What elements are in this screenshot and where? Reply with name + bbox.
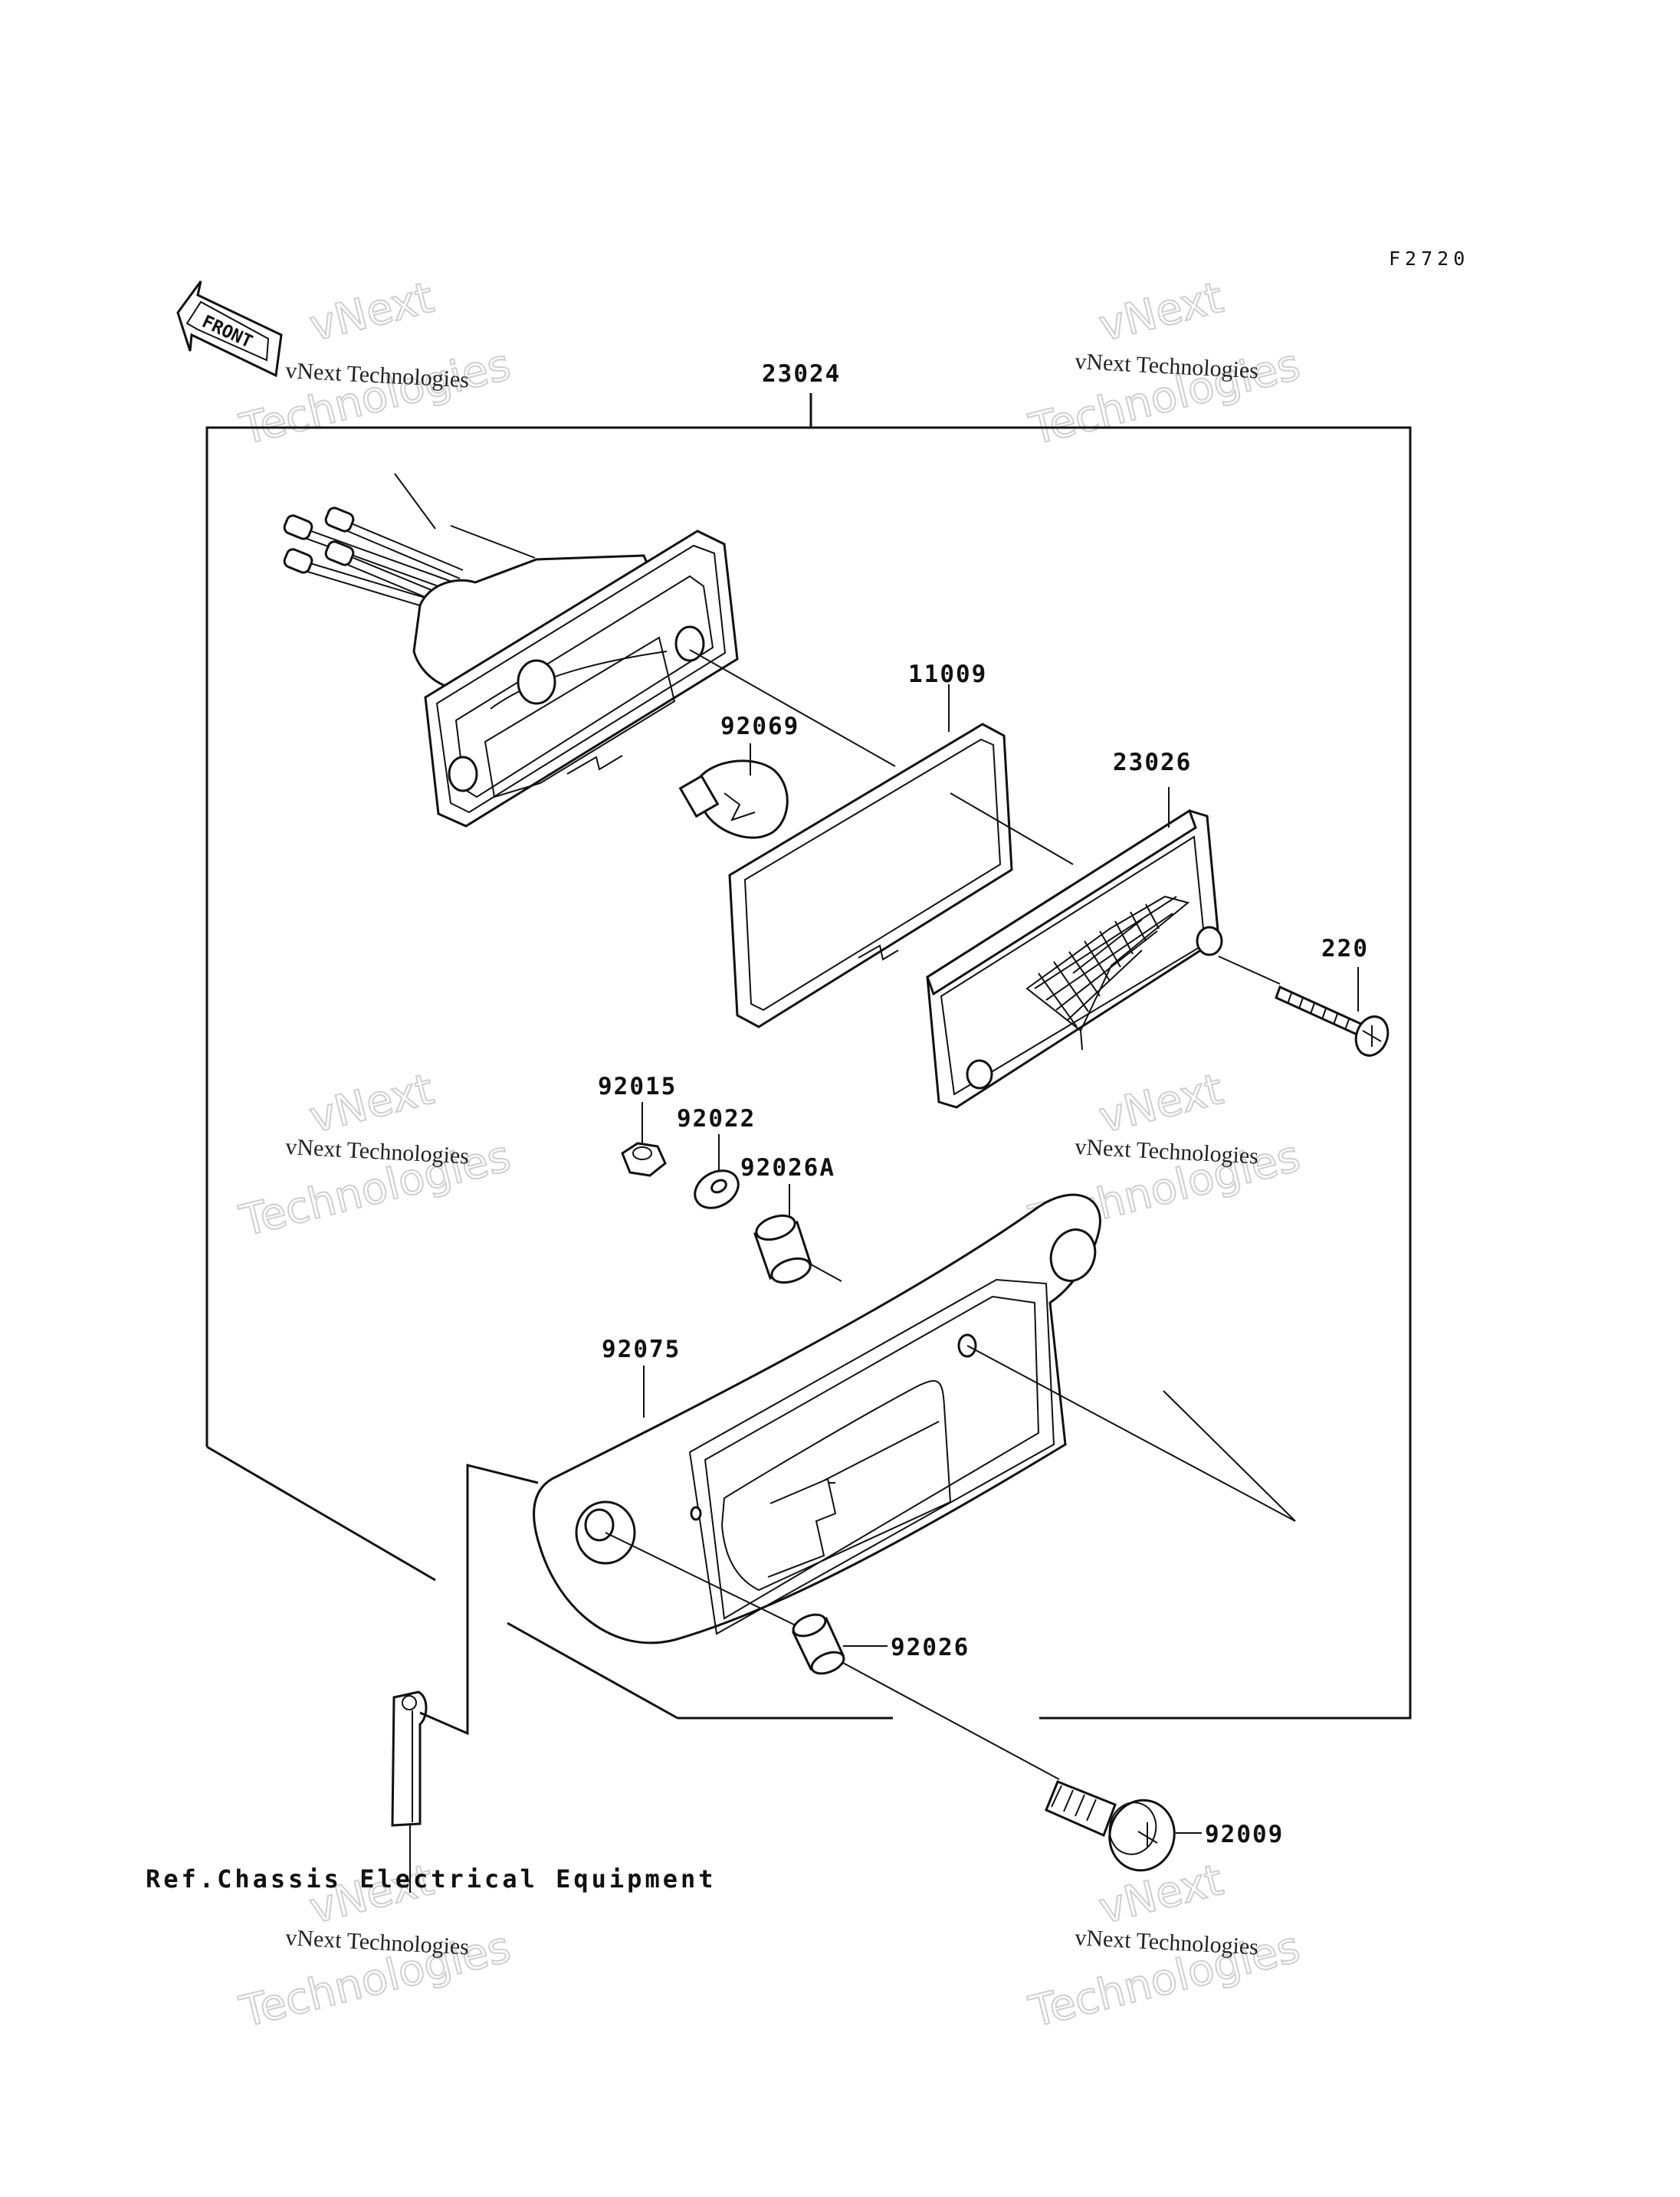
assembly-bracket [205, 393, 1412, 1720]
watermark-line2: vNext Technologies [1075, 349, 1259, 384]
part-number-23026: 23026 [1113, 749, 1192, 776]
part-number-220: 220 [1321, 935, 1369, 962]
part-number-11009: 11009 [908, 661, 987, 688]
bolt-92009 [842, 1662, 1202, 1872]
part-number-92075: 92075 [602, 1336, 681, 1363]
part-number-92009: 92009 [1205, 1821, 1284, 1848]
screw-220 [1218, 956, 1390, 1057]
watermark-line1: vNext [1094, 273, 1228, 352]
part-number-92015: 92015 [598, 1073, 677, 1100]
part-number-92026A: 92026A [740, 1154, 835, 1182]
nut-92015 [621, 1102, 667, 1177]
watermark-line1: vNext [1094, 1855, 1228, 1934]
part-number-23024: 23024 [762, 360, 841, 388]
washer-92022 [694, 1134, 740, 1209]
bulb-92069 [678, 743, 789, 839]
lens-hatch [1025, 895, 1190, 1051]
watermark-line2: vNext Technologies [285, 1134, 470, 1169]
watermark-line2: vNext Technologies [1075, 1925, 1259, 1960]
watermark-mid-left: vNext Technologies vNext Technologies [235, 1064, 517, 1248]
part-number-92069: 92069 [720, 713, 799, 740]
lens-23026 [926, 787, 1223, 1109]
gasket-11009 [728, 684, 1013, 1028]
watermark-line1: vNext [1094, 1064, 1228, 1143]
collar-92026 [605, 1532, 888, 1675]
mounting-lines [689, 649, 1296, 1522]
collar-92026A [753, 1184, 842, 1284]
watermark-line1: vNext [305, 273, 438, 352]
lamp-housing [283, 473, 739, 828]
part-number-92026: 92026 [891, 1634, 970, 1661]
ground-terminal [391, 1464, 539, 1893]
figure-code: F2720 [1389, 248, 1469, 270]
reference-label: Ref.Chassis Electrical Equipment [146, 1864, 717, 1894]
case-92075 [533, 1193, 1101, 1644]
watermark-bottom-right: vNext Technologies vNext Technologies [1024, 1854, 1306, 2038]
front-arrow-icon: FRONT [176, 280, 283, 378]
watermark-line2: vNext Technologies [285, 1925, 470, 1960]
watermark-line2: vNext Technologies [1075, 1134, 1259, 1169]
watermark-line1: vNext [305, 1064, 438, 1143]
part-number-92022: 92022 [677, 1105, 756, 1133]
